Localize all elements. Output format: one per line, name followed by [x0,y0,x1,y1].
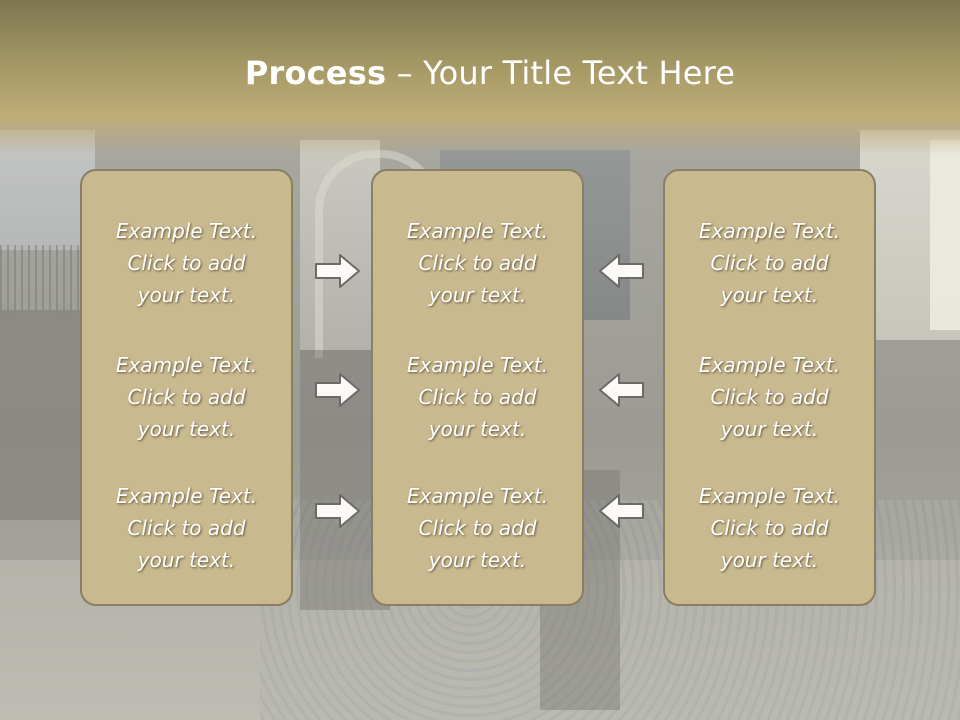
panel-right-text-2[interactable]: Example Text. Click to add your text. [698,353,841,441]
background-wall-left [0,310,80,520]
process-panel-right[interactable]: Example Text. Click to add your text. Ex… [663,169,876,606]
slide-title-bold: Process [244,54,387,92]
arrow-right-icon [314,370,362,410]
arrow-right-icon [314,251,362,291]
title-band [0,0,960,155]
arrow-left-icon [597,251,645,291]
arrow-left-icon [597,370,645,410]
panel-left-text-3[interactable]: Example Text. Click to add your text. [115,484,258,572]
process-panel-left[interactable]: Example Text. Click to add your text. Ex… [80,169,293,606]
panel-middle-text-1[interactable]: Example Text. Click to add your text. [406,219,549,307]
slide-title[interactable]: Process – Your Title Text Here [0,54,960,92]
panel-right-text-1[interactable]: Example Text. Click to add your text. [698,219,841,307]
panel-left-text-2[interactable]: Example Text. Click to add your text. [115,353,258,441]
background-railing [0,245,95,315]
arrow-left-icon [597,491,645,531]
panel-middle-text-3[interactable]: Example Text. Click to add your text. [406,484,549,572]
arrow-right-icon [314,491,362,531]
panel-right-text-3[interactable]: Example Text. Click to add your text. [698,484,841,572]
panel-left-text-1[interactable]: Example Text. Click to add your text. [115,219,258,307]
slide-title-rest: – Your Title Text Here [386,54,736,92]
background-window-frame [930,140,960,330]
process-panel-middle[interactable]: Example Text. Click to add your text. Ex… [371,169,584,606]
panel-middle-text-2[interactable]: Example Text. Click to add your text. [406,353,549,441]
